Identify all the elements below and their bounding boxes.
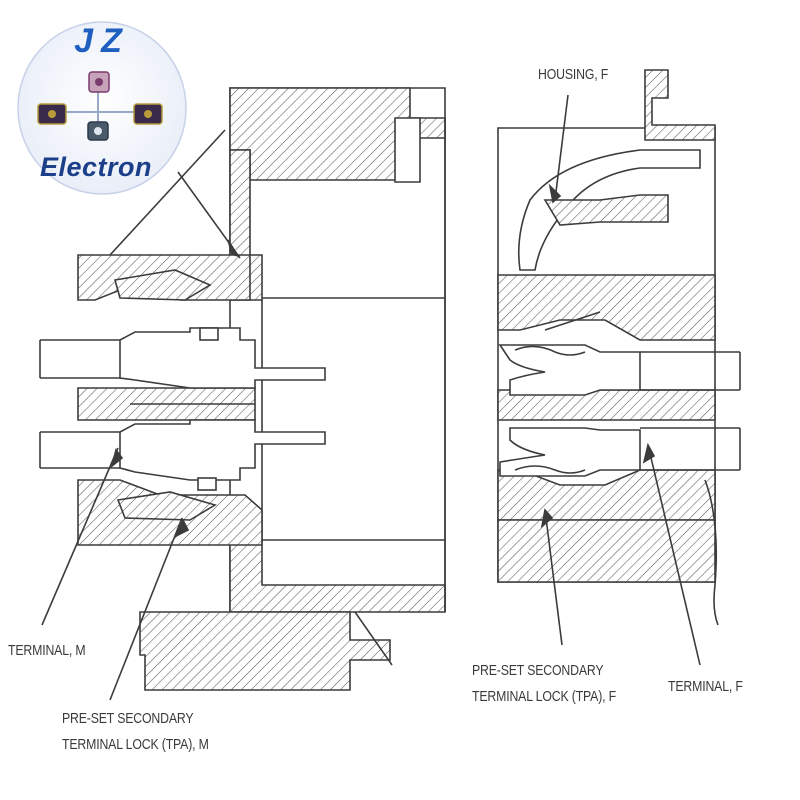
male-wire-lower [40, 431, 120, 469]
logo-monogram: JZ [74, 22, 130, 60]
female-upper-wall [497, 274, 716, 341]
callout-housing-f: HOUSING, F [538, 66, 609, 83]
logo-ellipse [17, 21, 187, 195]
leader-tpa-m [109, 517, 183, 701]
female-wire-lower [640, 427, 740, 471]
female-top-tab [644, 69, 716, 141]
male-terminal-lock-lower [197, 477, 217, 491]
callout-tpa-m-line1: PRE-SET SECONDARY [62, 710, 194, 727]
female-latch-arm [517, 149, 701, 271]
male-tpa-lower [116, 491, 217, 521]
leader-terminal-f [647, 444, 701, 666]
male-terminal-lock-upper [199, 327, 219, 341]
male-terminal-lower [119, 419, 326, 481]
callout-terminal-f: TERMINAL, F [668, 678, 743, 695]
female-right-flange [704, 479, 719, 626]
female-terminal-lower [499, 427, 641, 477]
leader-housing-f [554, 94, 569, 201]
leader-housing-f-2 [544, 311, 601, 331]
callout-tpa-f-line1: PRE-SET SECONDARY [472, 662, 604, 679]
callout-terminal-m: TERMINAL, M [8, 642, 86, 659]
female-wire-upper [640, 351, 740, 391]
leader-terminal-m [41, 447, 119, 626]
callout-tpa-m-line2: TERMINAL LOCK (TPA), M [62, 736, 209, 753]
logo: JZ Electron [18, 22, 186, 192]
male-wire-upper [40, 339, 120, 379]
leader-tpa-f [544, 509, 563, 646]
male-tpa-upper [113, 269, 212, 301]
female-connector-section [497, 69, 741, 666]
female-bottom-wall [497, 519, 716, 583]
male-latch [139, 611, 391, 691]
logo-badge [17, 21, 187, 195]
female-housing-top [543, 194, 669, 226]
female-terminal-upper [498, 344, 641, 396]
logo-name: Electron [40, 152, 153, 182]
male-terminal-upper [119, 327, 326, 389]
callout-tpa-f-line2: TERMINAL LOCK (TPA), F [472, 688, 617, 705]
male-connector-section [39, 87, 446, 701]
leader-housing-m-1 [109, 129, 226, 256]
male-shroud-inner-wall [394, 117, 421, 183]
